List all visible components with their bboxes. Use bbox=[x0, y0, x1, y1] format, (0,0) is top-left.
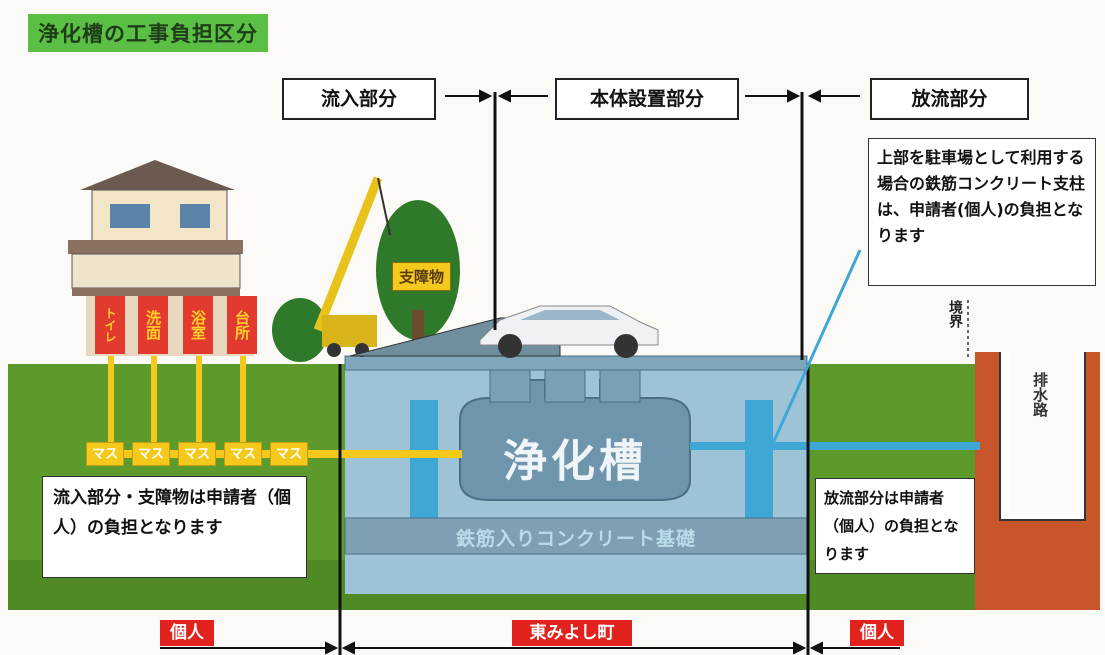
room-bath-label: 浴室 bbox=[189, 310, 207, 340]
mas-box-3: マス bbox=[178, 442, 216, 466]
drain-label: 排水路 bbox=[1031, 372, 1049, 417]
septic-tank bbox=[459, 379, 691, 501]
mas-box-5: マス bbox=[270, 442, 308, 466]
page-title: 浄化槽の工事負担区分 bbox=[28, 14, 268, 52]
tag-individual-left: 個人 bbox=[160, 620, 214, 646]
outflow-pipe bbox=[690, 442, 980, 450]
room-bath: 浴室 bbox=[183, 296, 213, 354]
tag-town: 東みよし町 bbox=[512, 620, 632, 646]
obstacle-label: 支障物 bbox=[392, 262, 452, 291]
shrub bbox=[272, 298, 328, 362]
outflow-note: 放流部分は申請者（個人）の負担となります bbox=[815, 478, 975, 574]
mas-box-2: マス bbox=[132, 442, 170, 466]
note-leader-line bbox=[768, 249, 862, 451]
mas-box-1: マス bbox=[86, 442, 124, 466]
section-inflow-label: 流入部分 bbox=[282, 78, 436, 120]
section-main-label: 本体設置部分 bbox=[555, 78, 739, 120]
foundation-label: 鉄筋入りコンクリート基礎 bbox=[455, 528, 696, 550]
bottom-arrows bbox=[160, 641, 900, 655]
section-outflow-label: 放流部分 bbox=[870, 78, 1029, 120]
room-kitchen-label: 台所 bbox=[233, 310, 251, 340]
top-arrows bbox=[445, 89, 860, 103]
crane bbox=[313, 176, 391, 357]
car bbox=[479, 305, 659, 358]
boundary-label: 境界 bbox=[947, 300, 963, 328]
house bbox=[68, 160, 254, 356]
room-toilet: トイレ bbox=[95, 296, 125, 354]
parking-slab bbox=[344, 355, 808, 371]
tank-label: 浄化槽 bbox=[503, 436, 647, 487]
room-kitchen: 台所 bbox=[227, 296, 257, 354]
support-column-left bbox=[410, 400, 438, 518]
parking-note: 上部を駐車場として利用する場合の鉄筋コンクリート支柱は、申請者(個人)の負担とな… bbox=[868, 138, 1096, 286]
inflow-note: 流入部分・支障物は申請者（個人）の負担となります bbox=[42, 476, 307, 578]
mas-box-4: マス bbox=[224, 442, 262, 466]
room-washroom: 洗面 bbox=[138, 296, 168, 354]
room-washroom-label: 洗面 bbox=[144, 310, 162, 340]
tag-individual-right: 個人 bbox=[850, 620, 904, 646]
room-toilet-label: トイレ bbox=[103, 307, 117, 343]
support-column-right bbox=[745, 400, 773, 518]
